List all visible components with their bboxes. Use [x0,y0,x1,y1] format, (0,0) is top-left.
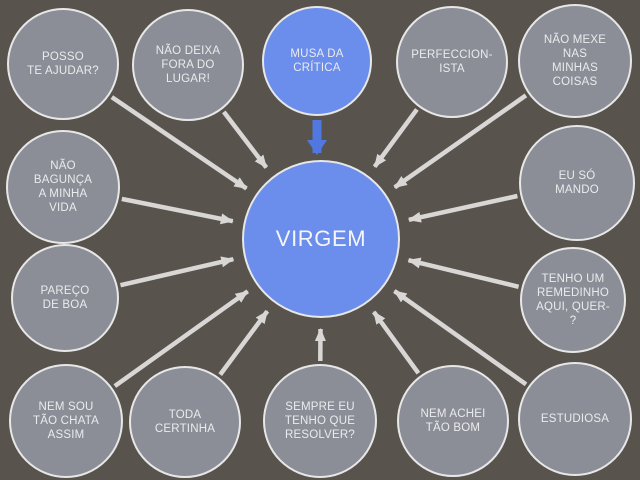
arrow-nao-mexe [393,93,528,190]
node-virgem-center: VIRGEM [242,160,400,318]
node-nao-bagunca: NÃO BAGUNÇA A MINHA VIDA [6,130,120,244]
node-nao-mexe-nas-minhas-coisas: NÃO MEXE NAS MINHAS COISAS [518,4,632,118]
arrow-estudiosa [393,289,528,387]
arrow-eu-so-mando [407,193,518,223]
node-sempre-eu-tenho-que-resolver: SEMPRE EU TENHO QUE RESOLVER? [263,364,377,478]
arrow-posso-te-ajudar [110,95,248,191]
node-tenho-um-remedinho: TENHO UM REMEDINHO AQUI, QUER- ? [520,247,626,353]
arrow-toda-certinha [218,309,270,376]
node-musa-da-critica: MUSA DA CRÍTICA [262,6,372,116]
node-pareco-de-boa: PAREÇO DE BOA [11,244,119,352]
arrow-nao-deixa [222,110,269,169]
arrow-perfeccionista [372,108,419,169]
node-estudiosa: ESTUDIOSA [518,362,632,476]
node-eu-so-mando: EU SÓ MANDO [519,125,635,241]
node-nem-sou-tao-chata: NEM SOU TÃO CHATA ASSIM [9,364,123,478]
node-toda-certinha: TODA CERTINHA [129,366,241,478]
node-nem-achei-tao-bom: NEM ACHEI TÃO BOM [397,365,509,477]
node-nao-deixa-fora-do-lugar: NÃO DEIXA FORA DO LUGAR! [132,9,244,121]
arrow-tenho-um-remedinho [407,257,520,289]
node-perfeccionista: PERFECCION- ISTA [396,6,508,118]
arrow-nem-sou-tao-chata [113,289,250,388]
node-posso-te-ajudar: POSSO TE AJUDAR? [7,8,119,120]
arrow-nao-bagunca [121,196,234,225]
arrow-nem-achei-tao-bom [371,310,421,375]
arrow-pareco-de-boa [119,256,235,288]
